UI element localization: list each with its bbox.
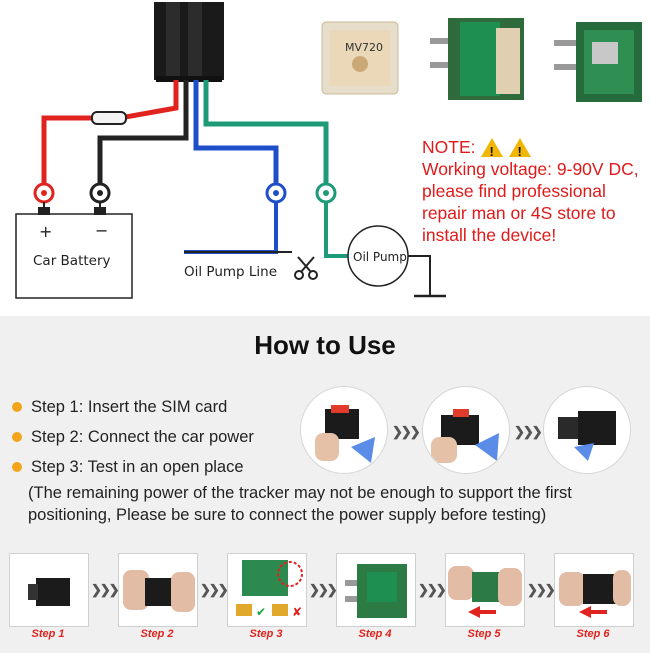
pcb-board-front (430, 18, 524, 100)
step-image-3: ✔✘ (227, 553, 307, 627)
bullet-icon (12, 432, 22, 442)
step-text: Step 2: Connect the car power (31, 427, 254, 446)
green-wire (203, 80, 329, 186)
chevron-right-icon: ❯❯❯ (392, 424, 421, 439)
chevron-right-icon: ❯❯❯ (514, 424, 543, 439)
red-wire (41, 80, 179, 186)
list-item: Step 3: Test in an open place (12, 452, 254, 482)
step-image-6 (554, 553, 634, 627)
note-line: please find professional (422, 181, 606, 201)
battery-label: Car Battery (33, 253, 111, 269)
battery-minus: − (95, 221, 108, 240)
relay-device (154, 2, 224, 82)
oil-pump-label: Oil Pump (353, 250, 407, 264)
note-line: install the device! (422, 225, 557, 245)
connector-black (89, 182, 111, 204)
list-item: Step 2: Connect the car power (12, 422, 254, 452)
step-image-4 (336, 553, 416, 627)
blue-wire (193, 80, 279, 186)
step-caption: Step 2 (140, 628, 174, 640)
bullet-icon (12, 402, 22, 412)
photo-insert-sim (300, 386, 388, 474)
pump-line-wire (184, 202, 278, 254)
svg-text:✔: ✔ (256, 605, 266, 619)
gps-module: MV720 (321, 21, 399, 95)
svg-text:✘: ✘ (292, 605, 302, 619)
chevron-right-icon: ❯❯❯ (91, 582, 120, 597)
wiring-diagram: + − Car Battery Oil Pump Line Oil Pump M… (15, 2, 642, 299)
warning-icon (509, 137, 532, 163)
bullet-icon (12, 462, 22, 472)
how-to-section (0, 316, 650, 653)
pump-line-label: Oil Pump Line (184, 264, 277, 280)
black-wire (97, 80, 189, 186)
list-item: Step 1: Insert the SIM card (12, 392, 254, 422)
chevron-right-icon: ❯❯❯ (309, 582, 338, 597)
step-caption: Step 5 (467, 628, 501, 640)
note-box: NOTE: Working voltage: 9-90V DC, please … (422, 136, 647, 246)
note-line: repair man or 4S store to (422, 203, 616, 223)
warning-icon (481, 137, 504, 163)
connector-blue (265, 182, 287, 204)
step-image-5 (445, 553, 525, 627)
note-heading: NOTE: (422, 137, 476, 157)
battery-plus: + (39, 222, 52, 241)
chevron-right-icon: ❯❯❯ (527, 582, 556, 597)
step-image-1 (9, 553, 89, 627)
step-caption: Step 6 (576, 628, 610, 640)
connector-red (33, 182, 55, 204)
chevron-right-icon: ❯❯❯ (200, 582, 229, 597)
battery-box (15, 213, 133, 299)
scissors-icon (294, 256, 318, 280)
gps-module-label: MV720 (345, 41, 383, 54)
steps-list: Step 1: Insert the SIM card Step 2: Conn… (12, 392, 254, 482)
photo-connect (422, 386, 510, 474)
paragraph-line: positioning, Please be sure to connect t… (28, 506, 547, 524)
step-caption: Step 4 (358, 628, 392, 640)
note-line: Working voltage: 9-90V DC, (422, 159, 639, 179)
step-text: Step 1: Insert the SIM card (31, 397, 228, 416)
how-to-title: How to Use (254, 330, 396, 360)
step-image-2 (118, 553, 198, 627)
step-text: Step 3: Test in an open place (31, 457, 244, 476)
wiring-section: + − Car Battery Oil Pump Line Oil Pump M… (0, 0, 650, 316)
photo-assembled (543, 386, 631, 474)
step-caption: Step 1 (31, 628, 65, 640)
pcb-board-back (554, 22, 642, 102)
chevron-right-icon: ❯❯❯ (418, 582, 447, 597)
connector-green (315, 182, 337, 204)
paragraph-line: (The remaining power of the tracker may … (28, 484, 572, 502)
note-paragraph: (The remaining power of the tracker may … (28, 482, 628, 526)
fuse (91, 111, 127, 125)
step-caption: Step 3 (249, 628, 283, 640)
